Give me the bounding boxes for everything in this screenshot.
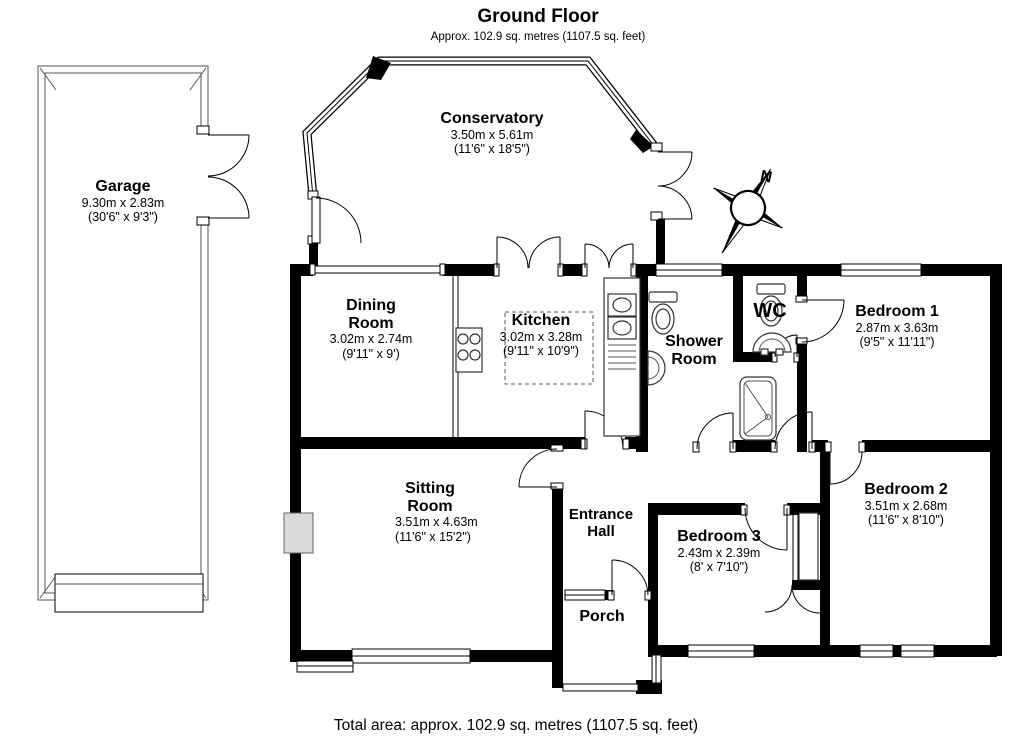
kitchen-conservatory-doors [584, 243, 634, 269]
bedroom3-door [744, 507, 788, 551]
inner-lobby-door [774, 411, 813, 450]
exterior-walls [290, 263, 1002, 694]
floor-subtitle: Approx. 102.9 sq. metres (1107.5 sq. fee… [430, 31, 646, 43]
room-label-shower-room: Shower Room [665, 333, 723, 368]
room-label-bedroom1: Bedroom 1 2.87m x 3.63m (9'5" x 11'11") [855, 303, 939, 350]
floor-title: Ground Floor [477, 6, 599, 27]
room-label-bedroom3: Bedroom 3 2.43m x 2.39m (8' x 7'10") [677, 528, 761, 575]
doors [496, 236, 863, 614]
total-area-text: Total area: approx. 102.9 sq. metres (11… [333, 717, 699, 734]
toilet [756, 283, 786, 327]
compass-north-label: N [759, 168, 774, 187]
wash-basin [647, 350, 666, 386]
conservatory-corner-block [366, 56, 391, 80]
room-label-porch: Porch [579, 608, 625, 625]
sitting-room-door [518, 448, 558, 488]
garage-outline [37, 65, 250, 613]
room-label-bedroom2: Bedroom 2 3.51m x 2.68m (11'6" x 8'10") [864, 481, 948, 528]
kitchen-island-dashed [504, 311, 594, 385]
shower-room-door [696, 412, 734, 450]
kitchen-fixtures [455, 277, 641, 437]
wash-basin [752, 332, 792, 356]
fireplace [283, 512, 314, 554]
garage-door [54, 573, 204, 613]
room-label-wc: WC [753, 300, 787, 322]
window [687, 644, 755, 658]
conservatory-outline [302, 56, 693, 266]
conservatory-corner-block [630, 130, 654, 153]
room-label-kitchen: Kitchen 3.02m x 3.28m (9'11" x 10'9") [499, 312, 583, 359]
porch-open-edge [562, 683, 639, 692]
window [296, 660, 354, 673]
room-label-conservatory: Conservatory 3.50m x 5.61m (11'6" x 18'5… [440, 110, 544, 157]
conservatory-side-doors [657, 151, 693, 220]
room-label-garage: Garage 9.30m x 2.83m (30'6" x 9'3") [81, 178, 165, 225]
conservatory-left-door [311, 196, 362, 244]
hob [455, 327, 483, 373]
garage-double-door [207, 134, 250, 219]
windows [296, 263, 935, 692]
window [655, 263, 723, 277]
drainer [608, 344, 636, 370]
shower-cubicle [739, 376, 777, 441]
wardrobe [792, 512, 819, 581]
shower-room-fixtures [647, 291, 678, 386]
compass-icon: N [713, 168, 783, 254]
room-label-sitting-room: Sitting Room 3.51m x 4.63m (11'6" x 15'2… [395, 480, 478, 544]
wc-fixtures [752, 283, 792, 356]
page-title: Ground Floor Approx. 102.9 sq. metres (1… [368, 6, 708, 43]
toilet [648, 291, 678, 335]
window [900, 644, 935, 658]
front-door [611, 559, 649, 596]
kitchen-sink [607, 293, 637, 340]
window [651, 654, 662, 684]
bedroom1-door [801, 299, 845, 343]
room-label-entrance-hall: Entrance Hall [568, 506, 634, 540]
window [859, 644, 894, 658]
wardrobe-doors [764, 584, 821, 614]
french-doors-conservatory [496, 236, 561, 269]
window [351, 648, 471, 664]
bedroom2-door [829, 451, 863, 485]
room-label-dining-room: Dining Room 3.02m x 2.74m (9'11" x 9') [329, 297, 413, 361]
window [564, 589, 606, 601]
window [840, 263, 922, 277]
